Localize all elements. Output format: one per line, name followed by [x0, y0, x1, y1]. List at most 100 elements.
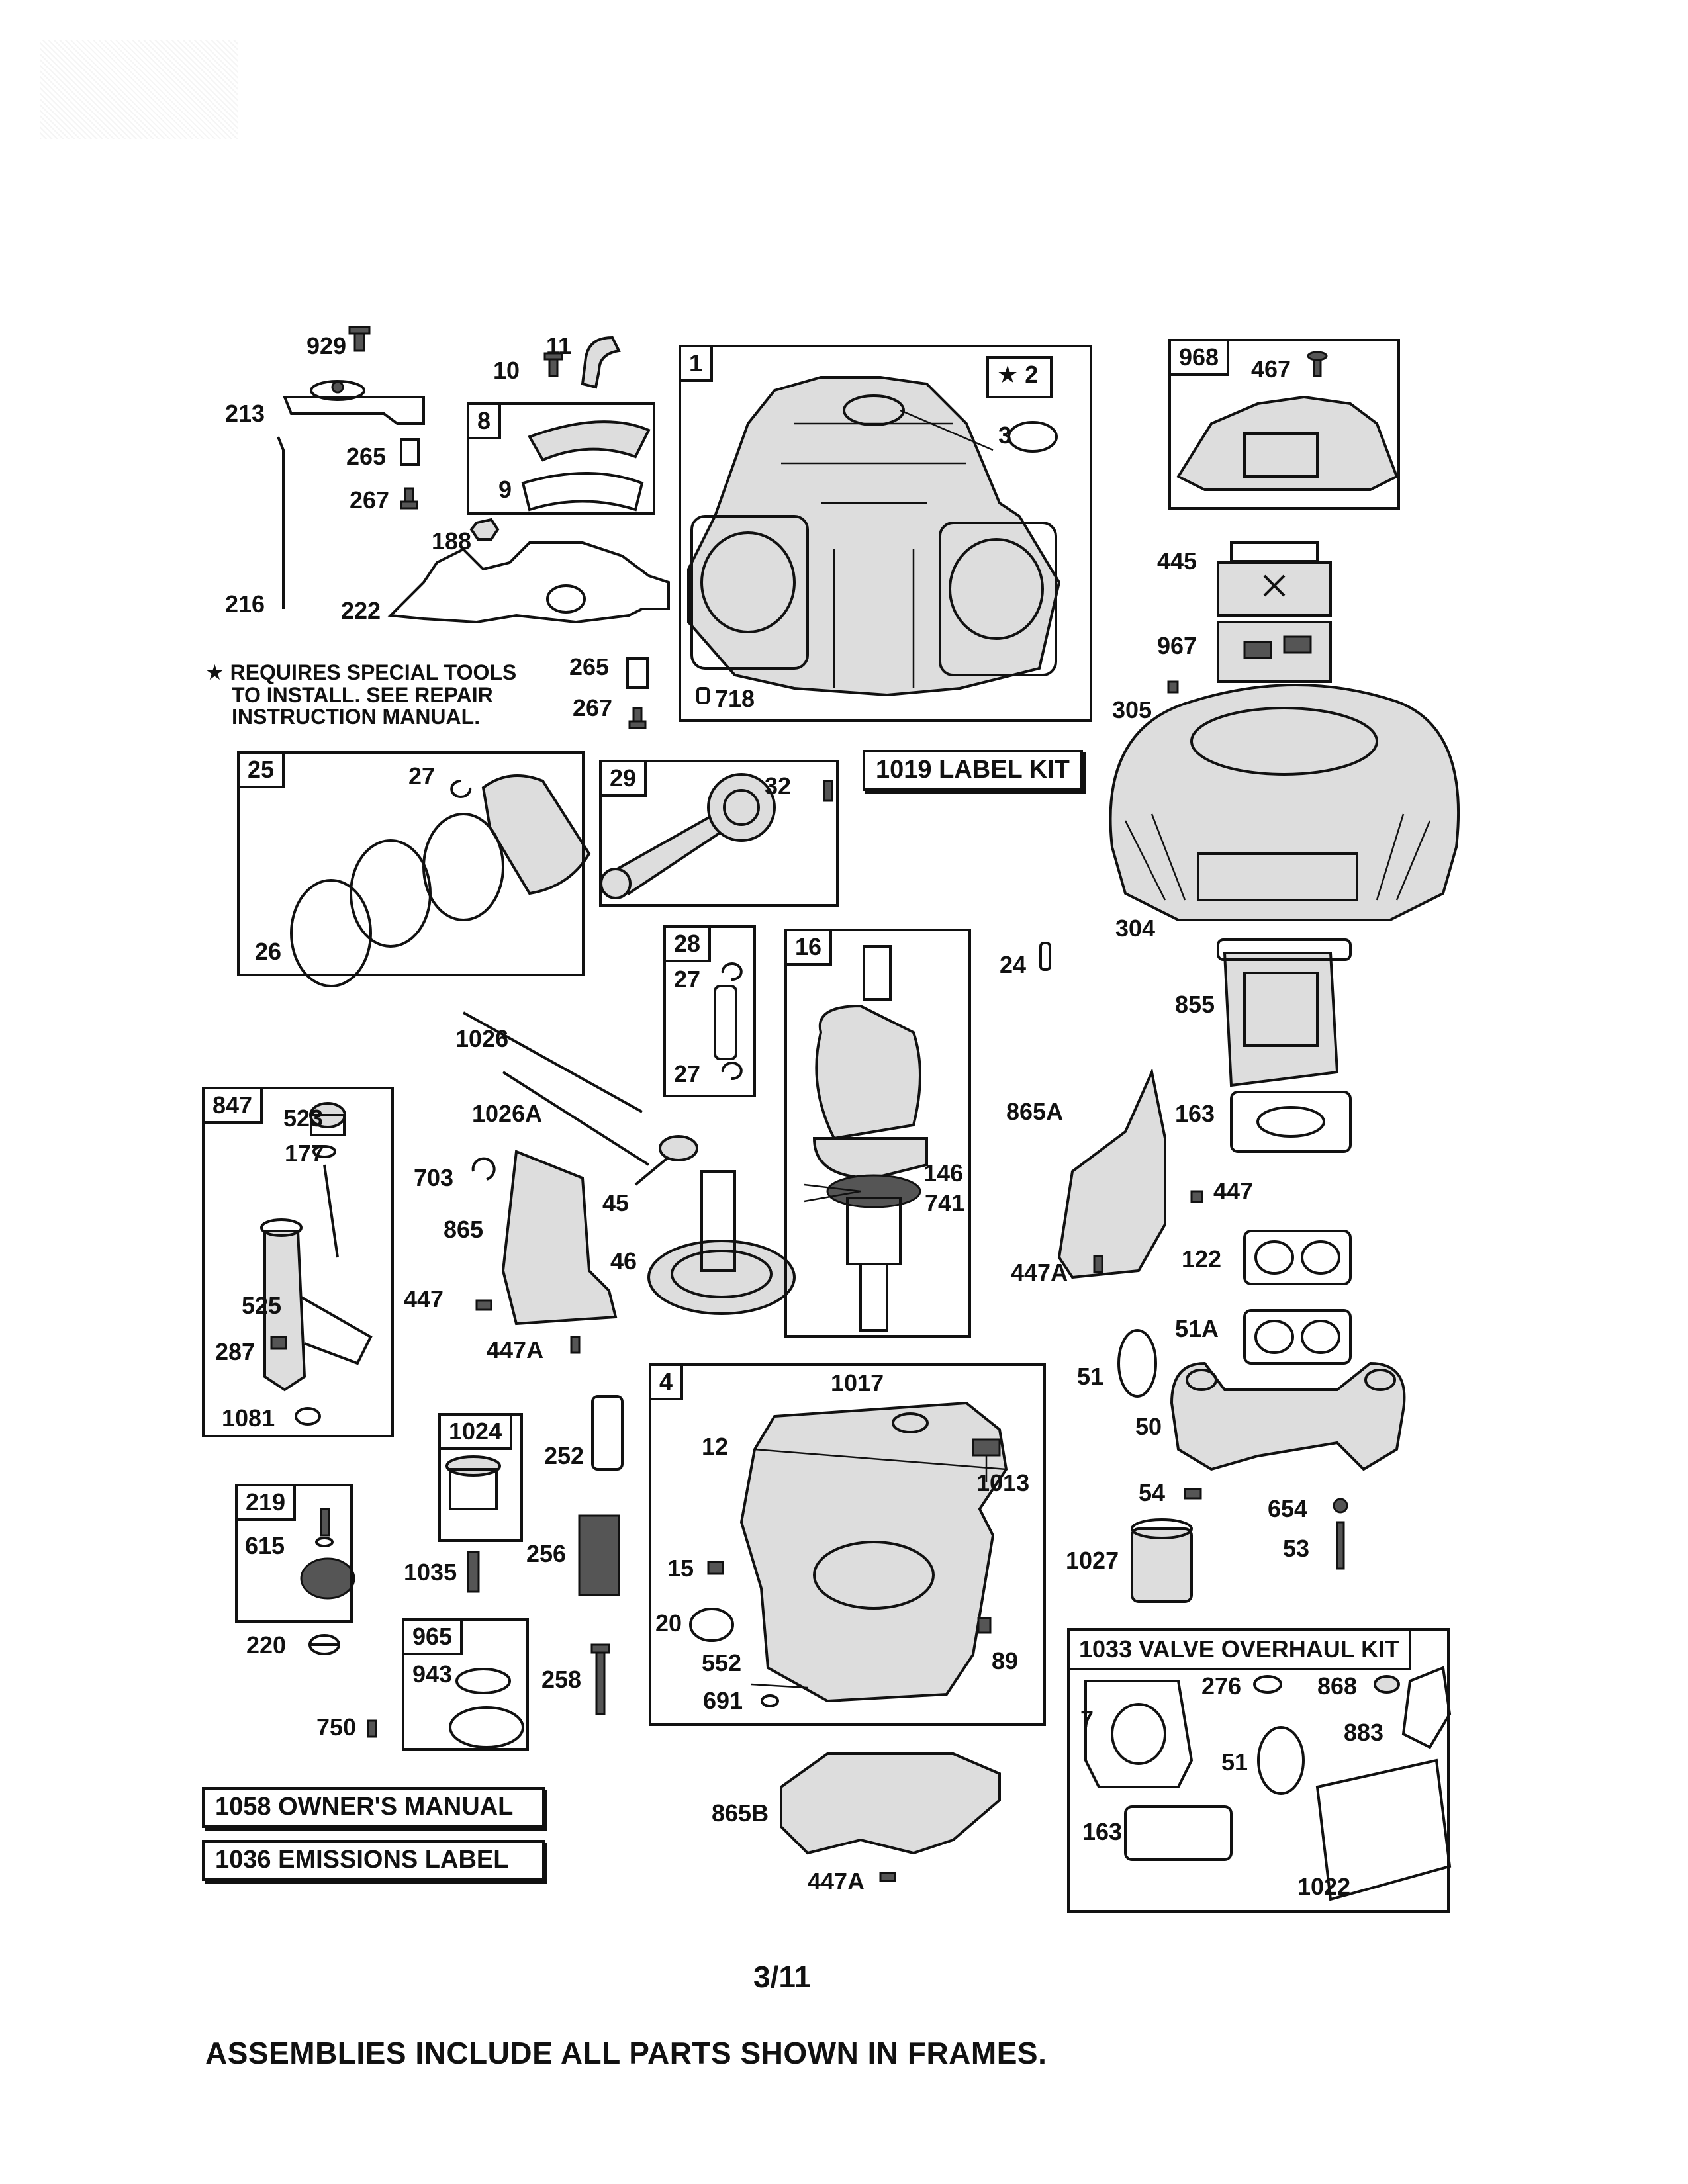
- seals-868-icon: [1374, 1675, 1400, 1694]
- leader-lines: [751, 409, 994, 1689]
- part-252-icon: [591, 1395, 624, 1471]
- special-tools-note: ★ REQUIRES SPECIAL TOOLS TO INSTALL. SEE…: [205, 660, 517, 729]
- callout-447e: 447A: [808, 1868, 865, 1895]
- pushrod-1026a-icon: [502, 1071, 650, 1166]
- gear-219-icon: [300, 1557, 355, 1600]
- frame-1-tag: 1: [681, 347, 714, 382]
- shroud-865-icon: [501, 1150, 618, 1326]
- clip-27b-icon: [721, 962, 743, 981]
- callout-1081: 1081: [222, 1404, 275, 1432]
- frame-2-number: 2: [1025, 361, 1039, 388]
- callout-865a: 865A: [1006, 1098, 1064, 1125]
- nut-654-icon: [1333, 1498, 1348, 1514]
- callout-1026: 1026: [455, 1025, 509, 1052]
- callout-865b: 865B: [712, 1799, 769, 1827]
- frame-1024: 1024: [438, 1413, 523, 1542]
- oring-1081-icon: [295, 1407, 321, 1426]
- frame-1024-tag: 1024: [441, 1416, 513, 1450]
- callout-50: 50: [1135, 1413, 1162, 1440]
- air-cleaner-base-304-icon: [1109, 684, 1460, 921]
- nut-188-icon: [469, 518, 500, 541]
- note-star-icon: ★: [205, 660, 224, 684]
- seal-276-icon: [1253, 1675, 1282, 1694]
- callout-252: 252: [544, 1442, 585, 1469]
- callout-943: 943: [412, 1661, 453, 1688]
- clip-27a-icon: [450, 779, 472, 798]
- cover-968-icon: [1176, 395, 1399, 491]
- callout-256: 256: [526, 1540, 567, 1567]
- part-256-icon: [578, 1514, 620, 1596]
- callout-447c: 447A: [487, 1336, 544, 1363]
- frame-25: 25: [237, 751, 585, 976]
- special-tool-star-icon: ★: [997, 361, 1019, 388]
- gasket-1022-icon: [1315, 1758, 1452, 1901]
- callout-304: 304: [1115, 915, 1156, 942]
- breather-1017-icon: [892, 1412, 929, 1433]
- bracket-222-icon: [387, 541, 670, 624]
- clip-265b-icon: [626, 657, 649, 689]
- crankcase-sump-icon: [739, 1401, 1008, 1703]
- callout-32: 32: [765, 772, 792, 799]
- intake-855-icon: [1217, 938, 1352, 1087]
- screw-447a-icon: [1093, 1255, 1103, 1273]
- ring-2-icon: [350, 839, 432, 948]
- clip-27c-icon: [721, 1062, 743, 1081]
- seal-3-icon: [1008, 421, 1058, 453]
- callout-258: 258: [541, 1666, 582, 1693]
- pin-24-icon: [1039, 942, 1051, 971]
- screw-447e-icon: [879, 1872, 896, 1882]
- oil-filter-1027-icon: [1131, 1518, 1193, 1603]
- dipstick-tube-525-icon: [260, 1218, 373, 1392]
- callout-267b: 267: [573, 694, 613, 721]
- frame-16-tag: 16: [787, 931, 833, 966]
- plug-89-icon: [977, 1617, 992, 1634]
- air-filter-445-icon: [1217, 541, 1332, 617]
- elbow-11-icon: [581, 336, 621, 389]
- governor-220-icon: [308, 1634, 340, 1655]
- screw-447c-icon: [570, 1336, 581, 1354]
- washer-691-icon: [761, 1694, 779, 1707]
- frame-4-tag: 4: [651, 1366, 684, 1400]
- callout-741: 741: [925, 1189, 965, 1216]
- valve-overhaul-kit-frame: 1033 VALVE OVERHAUL KIT: [1067, 1628, 1450, 1913]
- screw-32-icon: [823, 780, 833, 802]
- screw-467-icon: [1307, 351, 1328, 377]
- frame-16: 16: [784, 929, 971, 1338]
- note-line-1-text: REQUIRES SPECIAL TOOLS: [230, 660, 517, 684]
- pushrod-1026-icon: [463, 1011, 643, 1113]
- screw-267b-icon: [628, 707, 647, 729]
- callout-718: 718: [715, 685, 755, 712]
- shroud-865a-icon: [1057, 1068, 1166, 1279]
- callout-276: 276: [1201, 1672, 1242, 1700]
- callout-883: 883: [1344, 1719, 1384, 1746]
- note-line-3: INSTRUCTION MANUAL.: [232, 705, 481, 729]
- wrist-pin-28-icon: [714, 985, 737, 1060]
- callout-447b: 447: [404, 1285, 444, 1312]
- emissions-label-box: 1036 EMISSIONS LABEL: [202, 1840, 545, 1881]
- frame-2: ★ 2: [986, 356, 1053, 398]
- cylinder-block-icon: [687, 376, 1061, 697]
- callout-1017: 1017: [831, 1369, 884, 1396]
- frame-4: 4: [649, 1363, 1046, 1726]
- seal-20-icon: [689, 1608, 734, 1642]
- footer-note: ASSEMBLIES INCLUDE ALL PARTS SHOWN IN FR…: [205, 2036, 1047, 2070]
- callout-1027: 1027: [1066, 1547, 1119, 1574]
- clip-703-icon: [471, 1157, 496, 1181]
- stud-53-icon: [1336, 1521, 1345, 1570]
- callout-222: 222: [341, 597, 381, 624]
- callout-51c: 51: [1221, 1749, 1248, 1776]
- screw-258-icon: [590, 1643, 610, 1715]
- callout-447a: 447: [1213, 1177, 1254, 1205]
- callout-26: 26: [255, 938, 282, 965]
- screw-447-icon: [1190, 1190, 1203, 1203]
- callout-216: 216: [225, 590, 265, 617]
- callout-445: 445: [1157, 547, 1197, 574]
- callout-45: 45: [602, 1189, 630, 1216]
- callout-691: 691: [703, 1687, 743, 1714]
- shaft-219-icon: [320, 1508, 330, 1537]
- valve-overhaul-kit-tag: 1033 VALVE OVERHAUL KIT: [1070, 1631, 1412, 1670]
- screw-929-icon: [348, 326, 371, 352]
- callout-11: 11: [546, 332, 572, 359]
- gasket-51c-icon: [1257, 1726, 1305, 1795]
